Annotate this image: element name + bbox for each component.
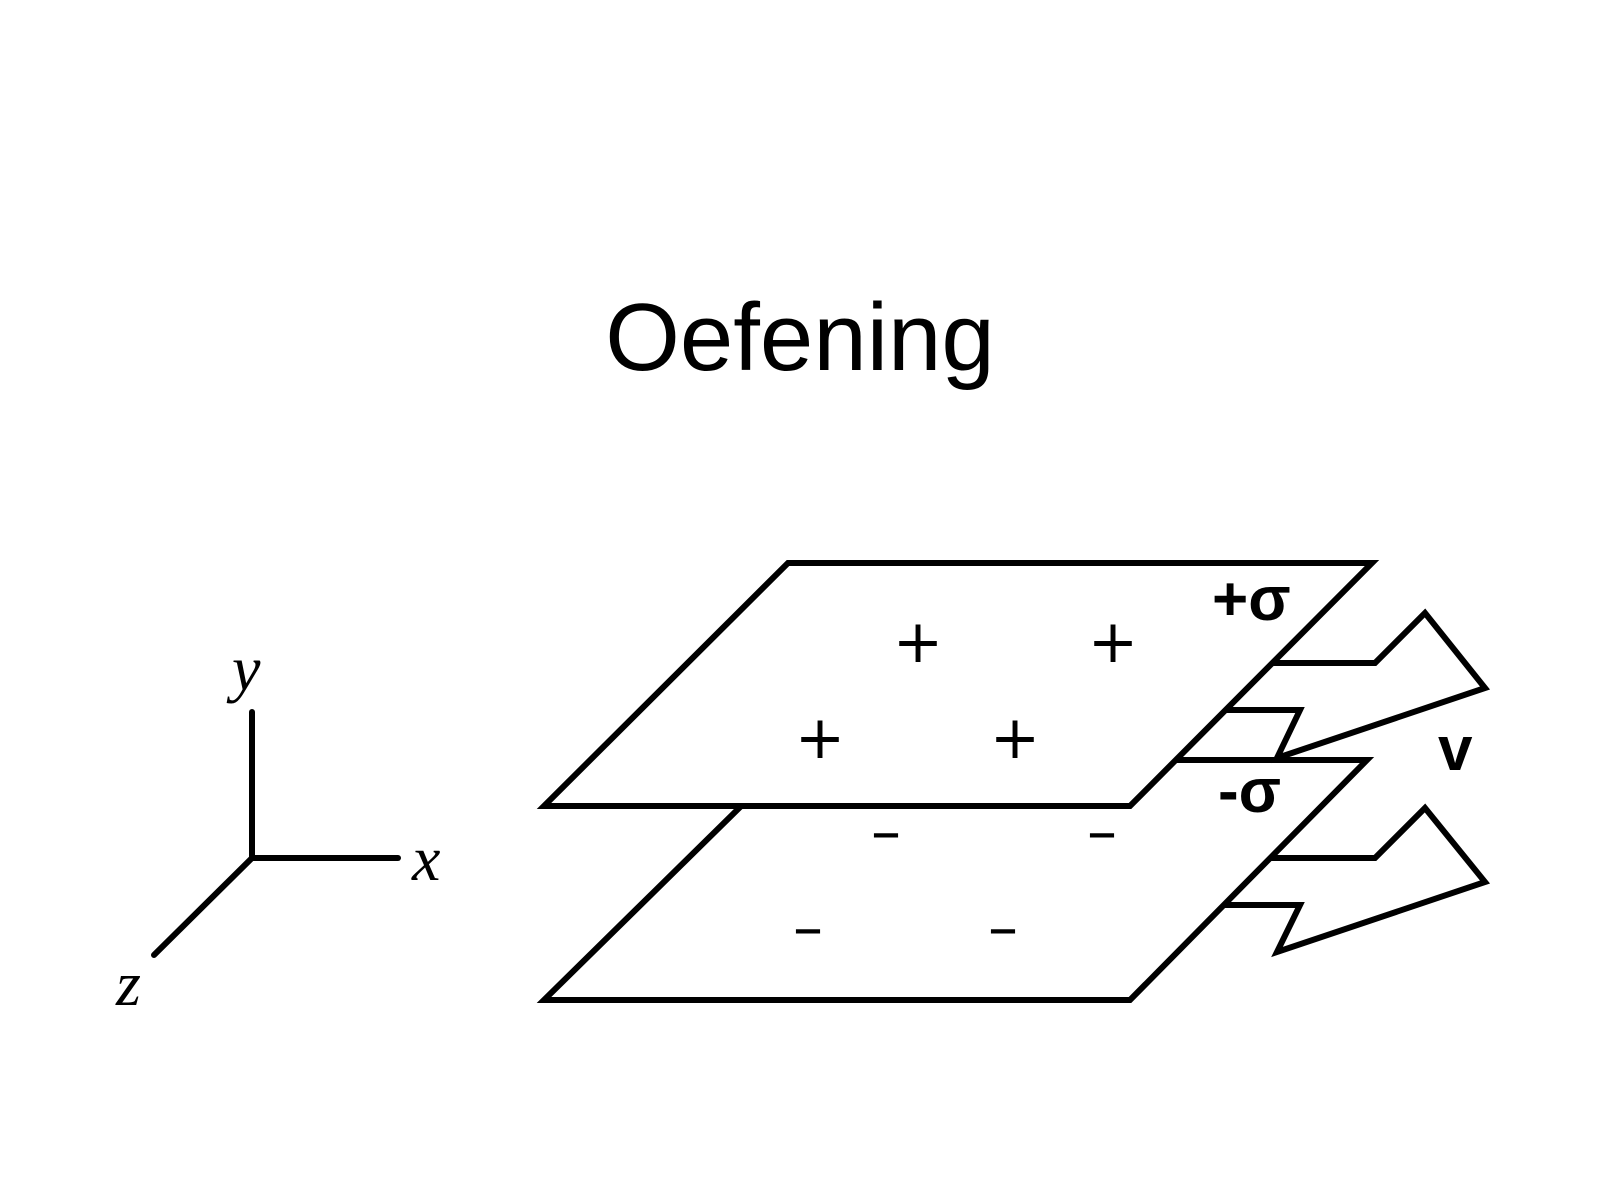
y-axis-label: y	[226, 633, 261, 704]
z-axis	[151, 855, 255, 958]
positive-charge: +	[893, 607, 943, 677]
negative-charge: –	[988, 893, 1018, 963]
velocity-label: v	[1438, 715, 1473, 784]
top-plate-charges: + + + +	[795, 607, 1138, 773]
positive-charge: +	[1088, 607, 1138, 677]
negative-charge-density-label: -σ	[1218, 757, 1281, 826]
bottom-plate	[536, 757, 1375, 1003]
coordinate-axes: y x z	[115, 633, 440, 1019]
negative-charge: –	[793, 893, 823, 963]
positive-charge: +	[795, 703, 845, 773]
z-axis-label: z	[115, 948, 141, 1019]
positive-charge: +	[990, 703, 1040, 773]
top-plate	[536, 560, 1380, 809]
positive-charge-density-label: +σ	[1212, 565, 1291, 634]
slide-title: Oefening	[605, 284, 995, 391]
x-axis-label: x	[411, 823, 440, 894]
